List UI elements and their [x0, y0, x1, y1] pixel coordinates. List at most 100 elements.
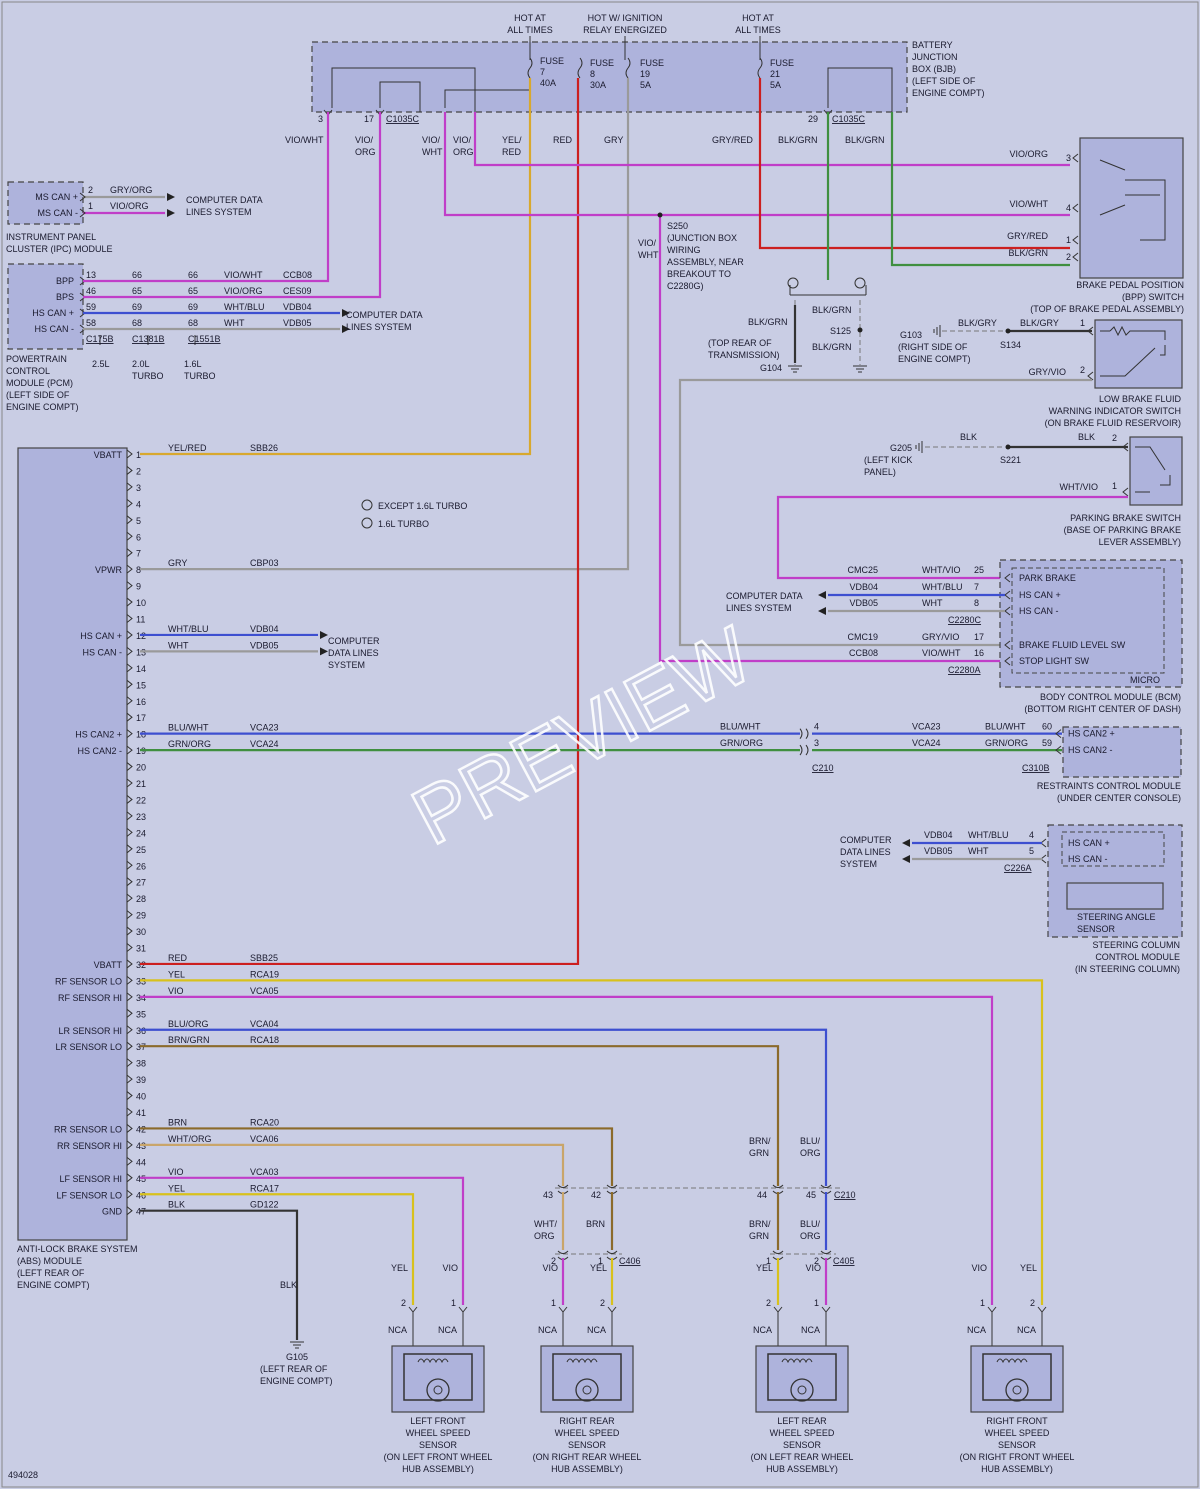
sensor-pin-2: 1 [451, 1298, 456, 1308]
ipc-cdl-label-line2: LINES SYSTEM [186, 207, 252, 217]
abs-pin-name: RR SENSOR HI [57, 1141, 122, 1151]
abs-pin-name: VBATT [94, 450, 123, 460]
s250-wire-label-line1: VIO/ [638, 238, 657, 248]
abs-circuit-label: VCA05 [250, 986, 279, 996]
pin-chevron-icon [126, 943, 133, 952]
wheel-speed-sensor-title-line4: (ON RIGHT REAR WHEEL [533, 1452, 642, 1462]
bjb-internal-3 [379, 81, 421, 112]
pin-chevron-icon [126, 778, 133, 788]
abs-pin-name: LR SENSOR HI [58, 1026, 122, 1036]
sensor-leads [412, 1312, 464, 1346]
lr-mid-wire-2-line2: ORG [800, 1231, 821, 1241]
lr-top-wire-2-line1: BLU/ [800, 1136, 821, 1146]
lbf-wire-label-1: BLK/GRY [1020, 318, 1059, 328]
fuse-icon [757, 57, 763, 79]
wheel-speed-sensor-title-line1: RIGHT REAR [559, 1416, 615, 1426]
abs-pin-name: RF SENSOR LO [55, 976, 122, 986]
sensor-coil-icon [781, 1358, 813, 1364]
sccm-circuit-label: VDB04 [924, 830, 953, 840]
pbs-pin-2: 2 [1112, 433, 1117, 443]
bcm-circuit-label: VDB05 [849, 598, 878, 608]
abs-circuit-label: GD122 [250, 1200, 279, 1210]
bpp-title-line2: (BPP) SWITCH [1122, 292, 1184, 302]
parking-brake-switch [1129, 436, 1183, 506]
c406-label: C406 [619, 1256, 641, 1266]
wire-blu-org-lr-hi [140, 1028, 828, 1186]
pbs-title-line3: LEVER ASSEMBLY) [1099, 537, 1181, 547]
lr-top-wire-1-line1: BRN/ [749, 1136, 771, 1146]
s250-label-line2: (JUNCTION BOX [667, 233, 737, 243]
abs-pin-number: 23 [136, 812, 146, 822]
pin-chevron-icon [126, 630, 133, 640]
abs-pin-number: 6 [136, 532, 141, 542]
pin-chevron-icon [126, 1041, 133, 1051]
pcm-pin-num: 13 [86, 270, 96, 280]
sensor-core [767, 1353, 837, 1401]
abs-circuit-label: VCA04 [250, 1019, 279, 1029]
ipc-pin-2: 2 [88, 185, 93, 195]
rcm-wire-label: GRN/ORG [985, 738, 1028, 748]
sensor-nca-1: NCA [967, 1325, 986, 1335]
bcm-pin-name: BRAKE FLUID LEVEL SW [1019, 640, 1126, 650]
wheel-speed-sensor-title-line3: SENSOR [568, 1440, 607, 1450]
bcm-micro-label: MICRO [1130, 675, 1160, 685]
pcm-title-line3: MODULE (PCM) [6, 378, 73, 388]
c406-pin-1: 1 [598, 1256, 603, 1266]
ground-g104-icon-2 [853, 365, 867, 373]
g105-location-line1: (LEFT REAR OF [260, 1364, 328, 1374]
abs-pin-number: 30 [136, 927, 146, 937]
pcm-circuit-label: VDB05 [283, 318, 312, 328]
fuse-19-label-line2: 19 [640, 69, 650, 79]
pin-chevron-icon [126, 959, 133, 969]
abs-pin-number: 16 [136, 697, 146, 707]
pin-chevron-icon [1072, 153, 1079, 163]
wire-gry-vpwr [140, 78, 630, 571]
cdl-arrow-icon [167, 209, 175, 217]
wire-color-label-line1: VIO/ [422, 135, 441, 145]
pin-chevron-icon [126, 729, 133, 739]
pcm-pin-num-3: 69 [188, 302, 198, 312]
rcm-pin-name: HS CAN2 + [1068, 729, 1115, 739]
sensor-coil-icon [566, 1358, 598, 1364]
pcm-conn-c1551b: C1551B [188, 334, 221, 344]
wheel-speed-sensor-title-line5: HUB ASSEMBLY) [402, 1464, 474, 1474]
bpp-pin-num: 3 [1066, 153, 1071, 163]
wheel-speed-sensor-title-line5: HUB ASSEMBLY) [551, 1464, 623, 1474]
abs-pin-number: 38 [136, 1059, 146, 1069]
wire-blk-gnd [140, 1209, 299, 1340]
sensor-wire-label-1: YEL [756, 1263, 773, 1273]
wire-color-label-line2: RED [502, 147, 522, 157]
pin-chevron-icon [126, 992, 133, 1002]
g205-location-line1: (LEFT KICK [864, 455, 912, 465]
abs-pin-number: 17 [136, 713, 146, 723]
rcm-wire-label-left: GRN/ORG [720, 738, 763, 748]
hot-ignition-label-line2: RELAY ENERGIZED [583, 25, 667, 35]
low-brake-fluid-switch [1094, 319, 1183, 389]
c405-pin-2: 2 [814, 1256, 819, 1266]
c210-pin-45: 45 [806, 1190, 816, 1200]
abs-pin-number: 21 [136, 779, 146, 789]
pcm-pin-name: BPP [56, 276, 74, 286]
sccm-cdl-label-line1: COMPUTER [840, 835, 892, 845]
pcm-pin-name: HS CAN - [34, 324, 74, 334]
bpp-pin-num: 1 [1066, 235, 1071, 245]
wheel-speed-sensor-title-line1: RIGHT FRONT [986, 1416, 1048, 1426]
abs-wire-label: WHT/ORG [168, 1134, 212, 1144]
rcm-title-line1: RESTRAINTS CONTROL MODULE [1037, 781, 1181, 791]
sensor-pin-2: 2 [600, 1298, 605, 1308]
abs-pin-number: 31 [136, 944, 146, 954]
sensor-wire-label-2: VIO [805, 1263, 821, 1273]
sccm-title-line1: STEERING COLUMN [1092, 940, 1180, 950]
note-1-marker [361, 499, 373, 511]
bcm-title-line1: BODY CONTROL MODULE (BCM) [1040, 692, 1181, 702]
wheel-speed-sensor-title-line4: (ON LEFT REAR WHEEL [751, 1452, 854, 1462]
steering-angle-sensor-label-line2: SENSOR [1077, 924, 1116, 934]
abs-pin-name: HS CAN - [82, 647, 122, 657]
pcm-wire-label: WHT/BLU [224, 302, 265, 312]
tone-ring-icon [426, 1378, 450, 1402]
wire-color-label-line1: YEL/ [502, 135, 522, 145]
c210-inline-label: C210 [834, 1190, 856, 1200]
sensor-leads [991, 1312, 1043, 1346]
abs-circuit-label: CBP03 [250, 558, 279, 568]
steering-angle-sensor [1066, 882, 1164, 910]
